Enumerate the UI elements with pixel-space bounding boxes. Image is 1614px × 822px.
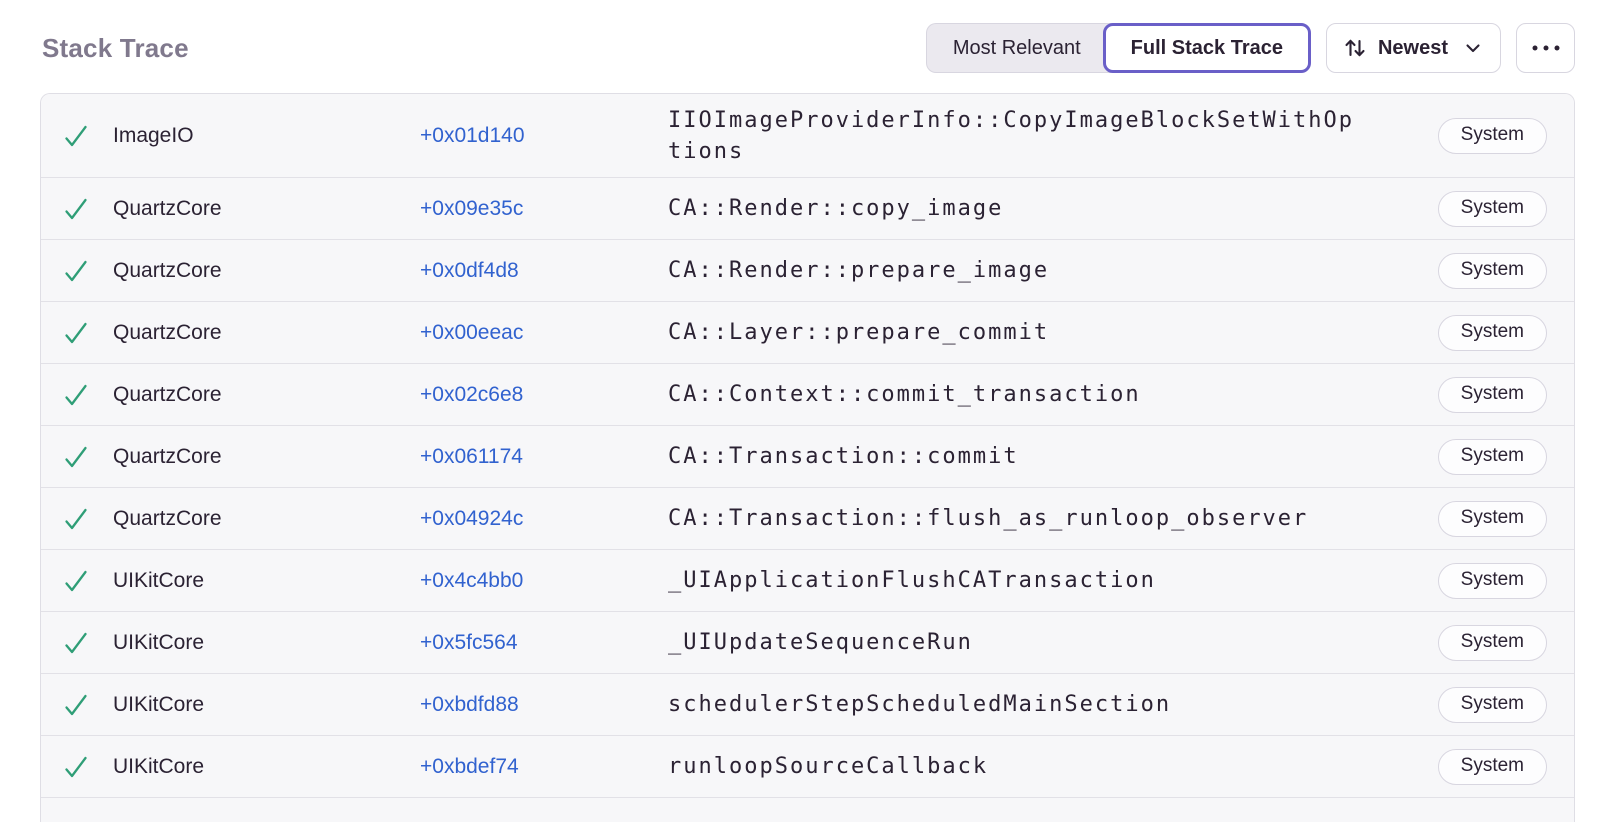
stack-frame-row[interactable]: UIKitCore +0x4c4bb0 _UIApplicationFlushC…	[41, 550, 1574, 612]
check-icon	[61, 566, 93, 596]
sort-label: Newest	[1377, 36, 1448, 59]
system-badge: System	[1437, 376, 1547, 413]
frame-function: schedulerStepScheduledMainSection	[668, 692, 1172, 717]
check-icon	[61, 690, 93, 720]
frame-function: CA::Render::prepare_image	[668, 258, 1050, 283]
check-icon	[61, 380, 93, 410]
frame-module: QuartzCore	[113, 506, 222, 530]
frame-function: _UIApplicationFlushCATransaction	[668, 568, 1156, 593]
check-icon	[61, 504, 93, 534]
frame-module: QuartzCore	[113, 444, 222, 468]
frame-module: ImageIO	[113, 123, 194, 147]
stack-trace-panel: ImageIO +0x01d140 IIOImageProviderInfo::…	[40, 93, 1575, 822]
frame-address-link[interactable]: +0x01d140	[420, 123, 525, 147]
stack-frame-row[interactable]: QuartzCore +0x0df4d8 CA::Render::prepare…	[41, 240, 1574, 302]
system-badge: System	[1437, 438, 1547, 475]
frame-module: QuartzCore	[113, 258, 222, 282]
stack-trace-header: Stack Trace Most Relevant Full Stack Tra…	[0, 0, 1614, 74]
frame-function: CA::Transaction::flush_as_runloop_observ…	[668, 506, 1309, 531]
frame-function: CA::Transaction::commit	[668, 444, 1019, 469]
frame-address-link[interactable]: +0xbdef74	[420, 754, 519, 778]
system-badge: System	[1437, 190, 1547, 227]
full-stack-trace-button[interactable]: Full Stack Trace	[1102, 23, 1311, 73]
frame-address-link[interactable]: +0xbdfd88	[420, 692, 519, 716]
full-stack-trace-label: Full Stack Trace	[1130, 36, 1283, 59]
check-icon	[61, 628, 93, 658]
frame-module: QuartzCore	[113, 196, 222, 220]
stack-frame-row[interactable]: UIKitCore +0x5fc564 _UIUpdateSequenceRun…	[41, 612, 1574, 674]
system-badge: System	[1437, 686, 1547, 723]
header-controls: Most Relevant Full Stack Trace Newest	[925, 23, 1575, 73]
system-badge: System	[1437, 252, 1547, 289]
frame-address-link[interactable]: +0x09e35c	[420, 196, 524, 220]
ellipsis-icon	[1531, 44, 1561, 52]
frame-function: CA::Render::copy_image	[668, 196, 1004, 221]
stack-frame-row[interactable]: UIKitCore +0xbdef74 runloopSourceCallbac…	[41, 736, 1574, 798]
view-toggle: Most Relevant Full Stack Trace	[925, 23, 1311, 73]
frame-module: UIKitCore	[113, 630, 205, 654]
stack-frame-row[interactable]: QuartzCore +0x061174 CA::Transaction::co…	[41, 426, 1574, 488]
most-relevant-label: Most Relevant	[952, 36, 1081, 59]
frame-address-link[interactable]: +0x061174	[420, 444, 523, 468]
stack-frame-row[interactable]: UIKitCore +0xbdfd88 schedulerStepSchedul…	[41, 674, 1574, 736]
check-icon	[61, 752, 93, 782]
frame-function: _UIUpdateSequenceRun	[668, 630, 973, 655]
system-badge: System	[1437, 624, 1547, 661]
stack-frame-row[interactable]: QuartzCore +0x00eeac CA::Layer::prepare_…	[41, 302, 1574, 364]
check-icon	[61, 442, 93, 472]
system-badge: System	[1437, 562, 1547, 599]
stack-frame-row[interactable]: QuartzCore +0x02c6e8 CA::Context::commit…	[41, 364, 1574, 426]
frame-function: CA::Layer::prepare_commit	[668, 320, 1050, 345]
check-icon	[61, 121, 93, 151]
page-title: Stack Trace	[42, 32, 189, 63]
stack-frame-row-cutoff	[41, 798, 1574, 822]
frame-module: QuartzCore	[113, 320, 222, 344]
frame-module: UIKitCore	[113, 754, 205, 778]
more-options-button[interactable]	[1516, 23, 1575, 73]
chevron-down-icon	[1462, 37, 1484, 59]
most-relevant-button[interactable]: Most Relevant	[925, 23, 1111, 73]
stack-frame-row[interactable]: QuartzCore +0x09e35c CA::Render::copy_im…	[41, 178, 1574, 240]
check-icon	[61, 194, 93, 224]
system-badge: System	[1437, 500, 1547, 537]
frame-address-link[interactable]: +0x04924c	[420, 506, 524, 530]
system-badge: System	[1437, 117, 1547, 154]
frame-function: runloopSourceCallback	[668, 754, 989, 779]
frame-function: IIOImageProviderInfo::CopyImageBlockSetW…	[668, 107, 1355, 164]
frame-module: UIKitCore	[113, 568, 205, 592]
stack-frame-row[interactable]: ImageIO +0x01d140 IIOImageProviderInfo::…	[41, 94, 1574, 178]
check-icon	[61, 318, 93, 348]
stack-frame-row[interactable]: QuartzCore +0x04924c CA::Transaction::fl…	[41, 488, 1574, 550]
check-icon	[61, 256, 93, 286]
system-badge: System	[1437, 314, 1547, 351]
frame-address-link[interactable]: +0x4c4bb0	[420, 568, 524, 592]
frame-function: CA::Context::commit_transaction	[668, 382, 1141, 407]
frame-module: UIKitCore	[113, 692, 205, 716]
sort-arrows-icon	[1342, 35, 1368, 61]
system-badge: System	[1437, 748, 1547, 785]
frame-address-link[interactable]: +0x0df4d8	[420, 258, 519, 282]
frame-module: QuartzCore	[113, 382, 222, 406]
frame-address-link[interactable]: +0x5fc564	[420, 630, 518, 654]
frame-address-link[interactable]: +0x00eeac	[420, 320, 524, 344]
frame-address-link[interactable]: +0x02c6e8	[420, 382, 524, 406]
sort-newest-button[interactable]: Newest	[1325, 23, 1501, 73]
